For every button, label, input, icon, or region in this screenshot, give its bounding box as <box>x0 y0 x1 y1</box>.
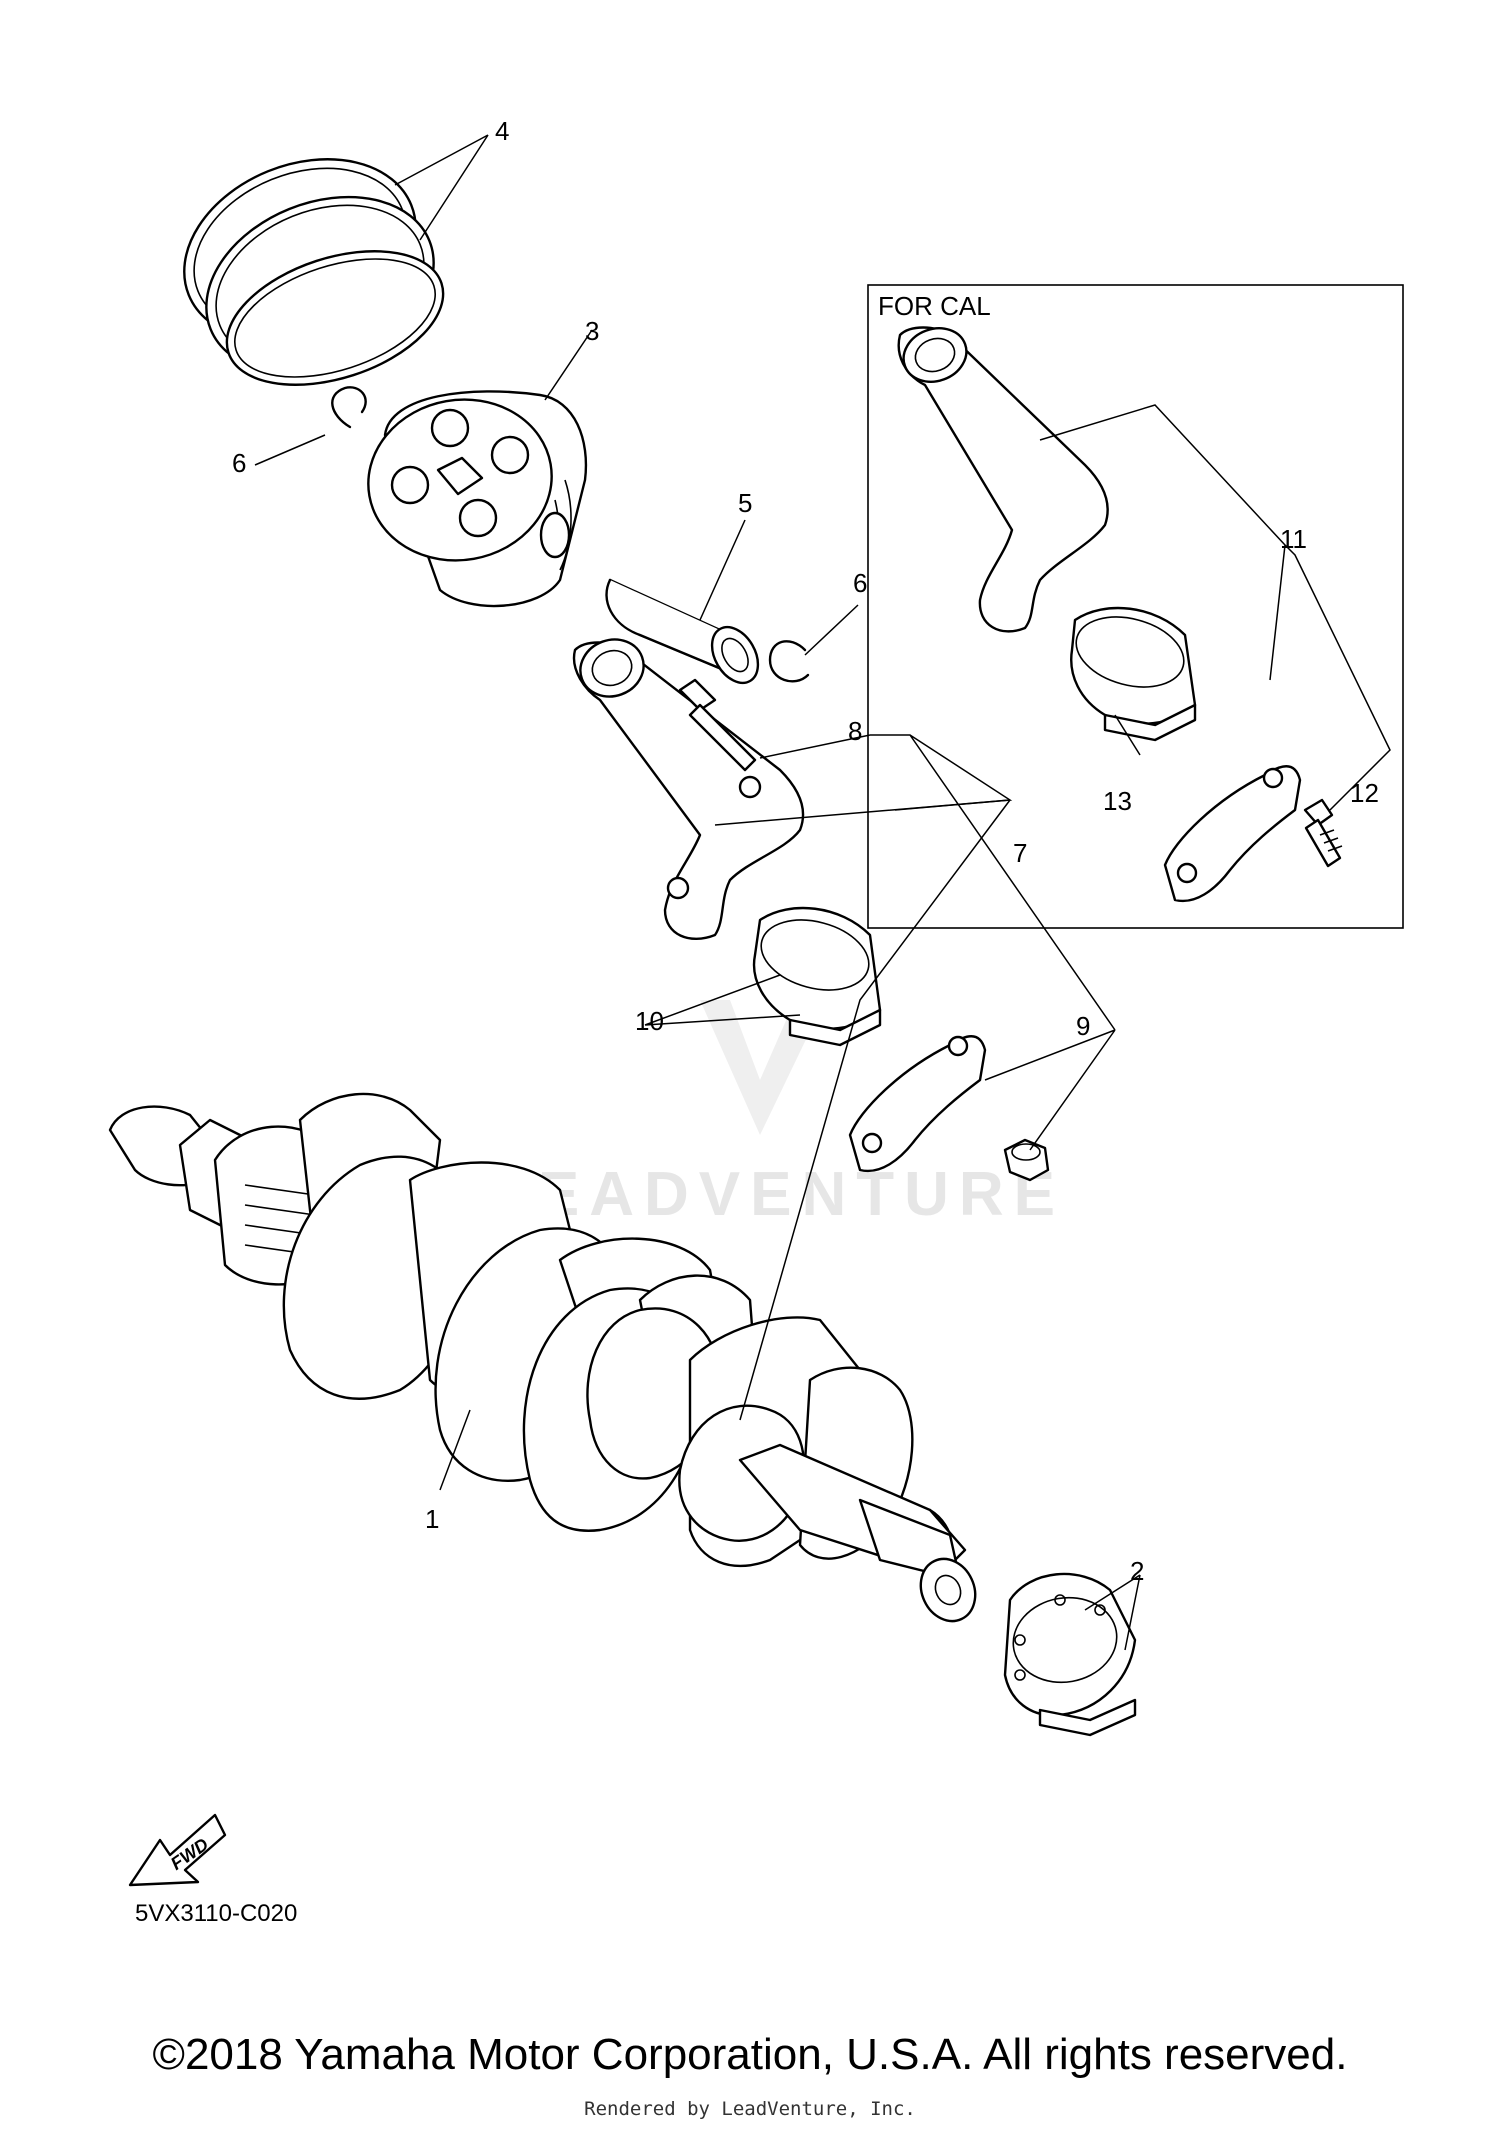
callout-8: 8 <box>848 716 862 746</box>
big-end-bearing-upper[interactable] <box>752 906 882 1047</box>
piston-pin-circlip-left[interactable] <box>331 386 367 429</box>
callout-numbers: 4 3 6 5 6 8 7 9 10 11 12 13 2 1 <box>232 116 1379 1586</box>
leadventure-watermark: LEADVENTURE <box>490 1000 1065 1229</box>
piston-pin-circlip-right[interactable] <box>768 640 810 683</box>
forward-arrow: FWD <box>128 1813 227 1887</box>
piston[interactable] <box>356 385 588 608</box>
connecting-rod-bolt[interactable] <box>678 678 757 772</box>
watermark-text: LEADVENTURE <box>490 1160 1065 1229</box>
callout-9: 9 <box>1076 1011 1090 1041</box>
piston-pin[interactable] <box>605 578 768 691</box>
cal-connecting-rod[interactable] <box>896 320 1109 633</box>
callout-6-left: 6 <box>232 448 246 478</box>
diagram-code: 5VX3110-C020 <box>135 1900 298 1927</box>
crankshaft-main-bearing[interactable] <box>1003 1572 1137 1737</box>
for-cal-inset: FOR CAL <box>867 284 1404 929</box>
connecting-rod-cap[interactable] <box>848 1035 987 1173</box>
callout-1: 1 <box>425 1504 439 1534</box>
callout-7: 7 <box>1013 838 1027 868</box>
cal-big-end-bearing[interactable] <box>1068 606 1197 742</box>
callout-12: 12 <box>1350 778 1379 808</box>
cal-connecting-rod-cap[interactable] <box>1163 765 1302 903</box>
copyright-notice: ©2018 Yamaha Motor Corporation, U.S.A. A… <box>152 2030 1348 2079</box>
cal-connecting-rod-bolt[interactable] <box>1303 798 1343 868</box>
callout-10: 10 <box>635 1006 664 1036</box>
piston-ring-set[interactable] <box>157 126 460 409</box>
rendered-by-credit: Rendered by LeadVenture, Inc. <box>584 2098 916 2120</box>
leader-lines <box>254 134 1391 1651</box>
callout-6-right: 6 <box>853 568 867 598</box>
crankshaft[interactable] <box>108 1092 985 1630</box>
callout-3: 3 <box>585 316 599 346</box>
inset-label: FOR CAL <box>878 291 991 321</box>
callout-13: 13 <box>1103 786 1132 816</box>
callout-11: 11 <box>1280 524 1307 554</box>
connecting-rod[interactable] <box>572 631 805 940</box>
inset-frame <box>867 284 1404 929</box>
callout-2: 2 <box>1130 1556 1144 1586</box>
connecting-rod-nut[interactable] <box>1003 1138 1050 1182</box>
callout-4: 4 <box>495 116 509 146</box>
callout-5: 5 <box>738 488 752 518</box>
